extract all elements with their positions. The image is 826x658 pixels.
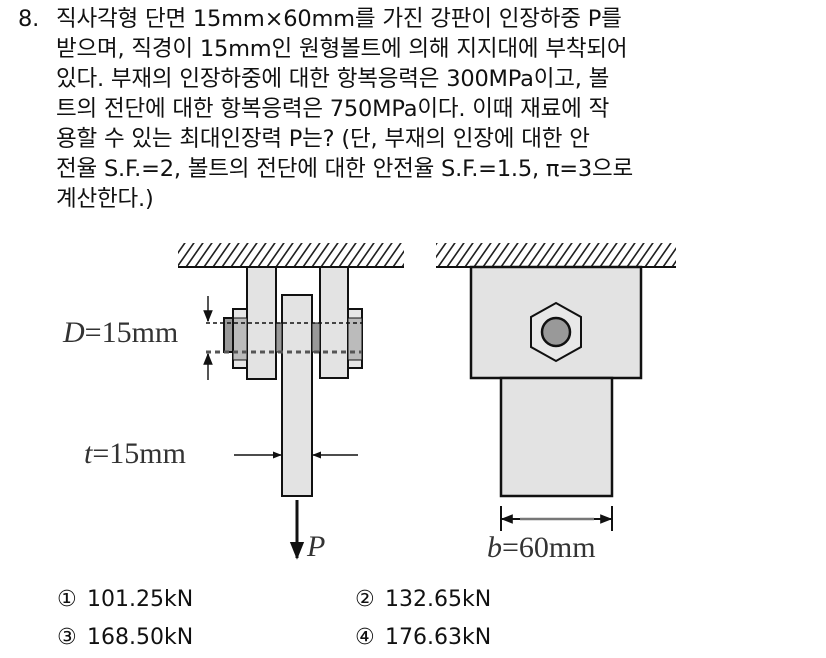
label-var: b — [487, 531, 502, 564]
choice-1[interactable]: ① 101.25kN — [57, 587, 193, 613]
bolt-diameter-label: D=15mm — [63, 318, 178, 348]
choice-text: 176.63kN — [385, 625, 492, 650]
tension-bar — [281, 294, 313, 497]
question-line-5: 용할 수 있는 최대인장력 P는? (단, 부재의 인장에 대한 안 — [56, 126, 590, 152]
thickness-label: t=15mm — [84, 439, 186, 469]
label-var: t — [84, 437, 93, 470]
question-line-7: 계산한다.) — [56, 186, 154, 212]
question-line-1: 직사각형 단면 15mm×60mm를 가진 강판이 인장하중 P를 — [56, 6, 622, 32]
label-value: =15mm — [92, 437, 186, 470]
choice-text: 168.50kN — [87, 625, 194, 650]
ground-hatch-right — [436, 243, 676, 268]
label-value: =15mm — [84, 316, 179, 349]
label-var: P — [307, 530, 326, 563]
question-number: 8. — [18, 6, 40, 32]
front-view — [436, 243, 676, 531]
width-label: b=60mm — [487, 533, 596, 563]
choice-2[interactable]: ② 132.65kN — [355, 587, 491, 613]
question-line-3: 있다. 부재의 인장하중에 대한 항복응력은 300MPa이고, 볼 — [56, 66, 610, 92]
choice-marker: ④ — [355, 625, 375, 650]
question-line-2: 받으며, 직경이 15mm인 원형볼트에 의해 지지대에 부착되어 — [56, 36, 628, 62]
tension-bar-front — [499, 376, 614, 498]
question-line-4: 트의 전단에 대한 항복응력은 750MPa이다. 이때 재료에 작 — [56, 96, 610, 122]
side-view — [178, 243, 404, 560]
label-var: D — [63, 316, 85, 349]
load-label: P — [307, 532, 325, 562]
choice-text: 132.65kN — [385, 587, 492, 612]
choice-marker: ② — [355, 587, 375, 612]
question-line-6: 전율 S.F.=2, 볼트의 전단에 대한 안전율 S.F.=1.5, π=3으… — [56, 156, 634, 182]
choice-4[interactable]: ④ 176.63kN — [355, 625, 491, 651]
ground-hatch-left — [178, 243, 404, 268]
bolt-end — [540, 316, 572, 348]
choice-marker: ③ — [57, 625, 77, 650]
choice-marker: ① — [57, 587, 77, 612]
label-value: =60mm — [502, 531, 596, 564]
choice-3[interactable]: ③ 168.50kN — [57, 625, 193, 651]
choice-text: 101.25kN — [87, 587, 194, 612]
